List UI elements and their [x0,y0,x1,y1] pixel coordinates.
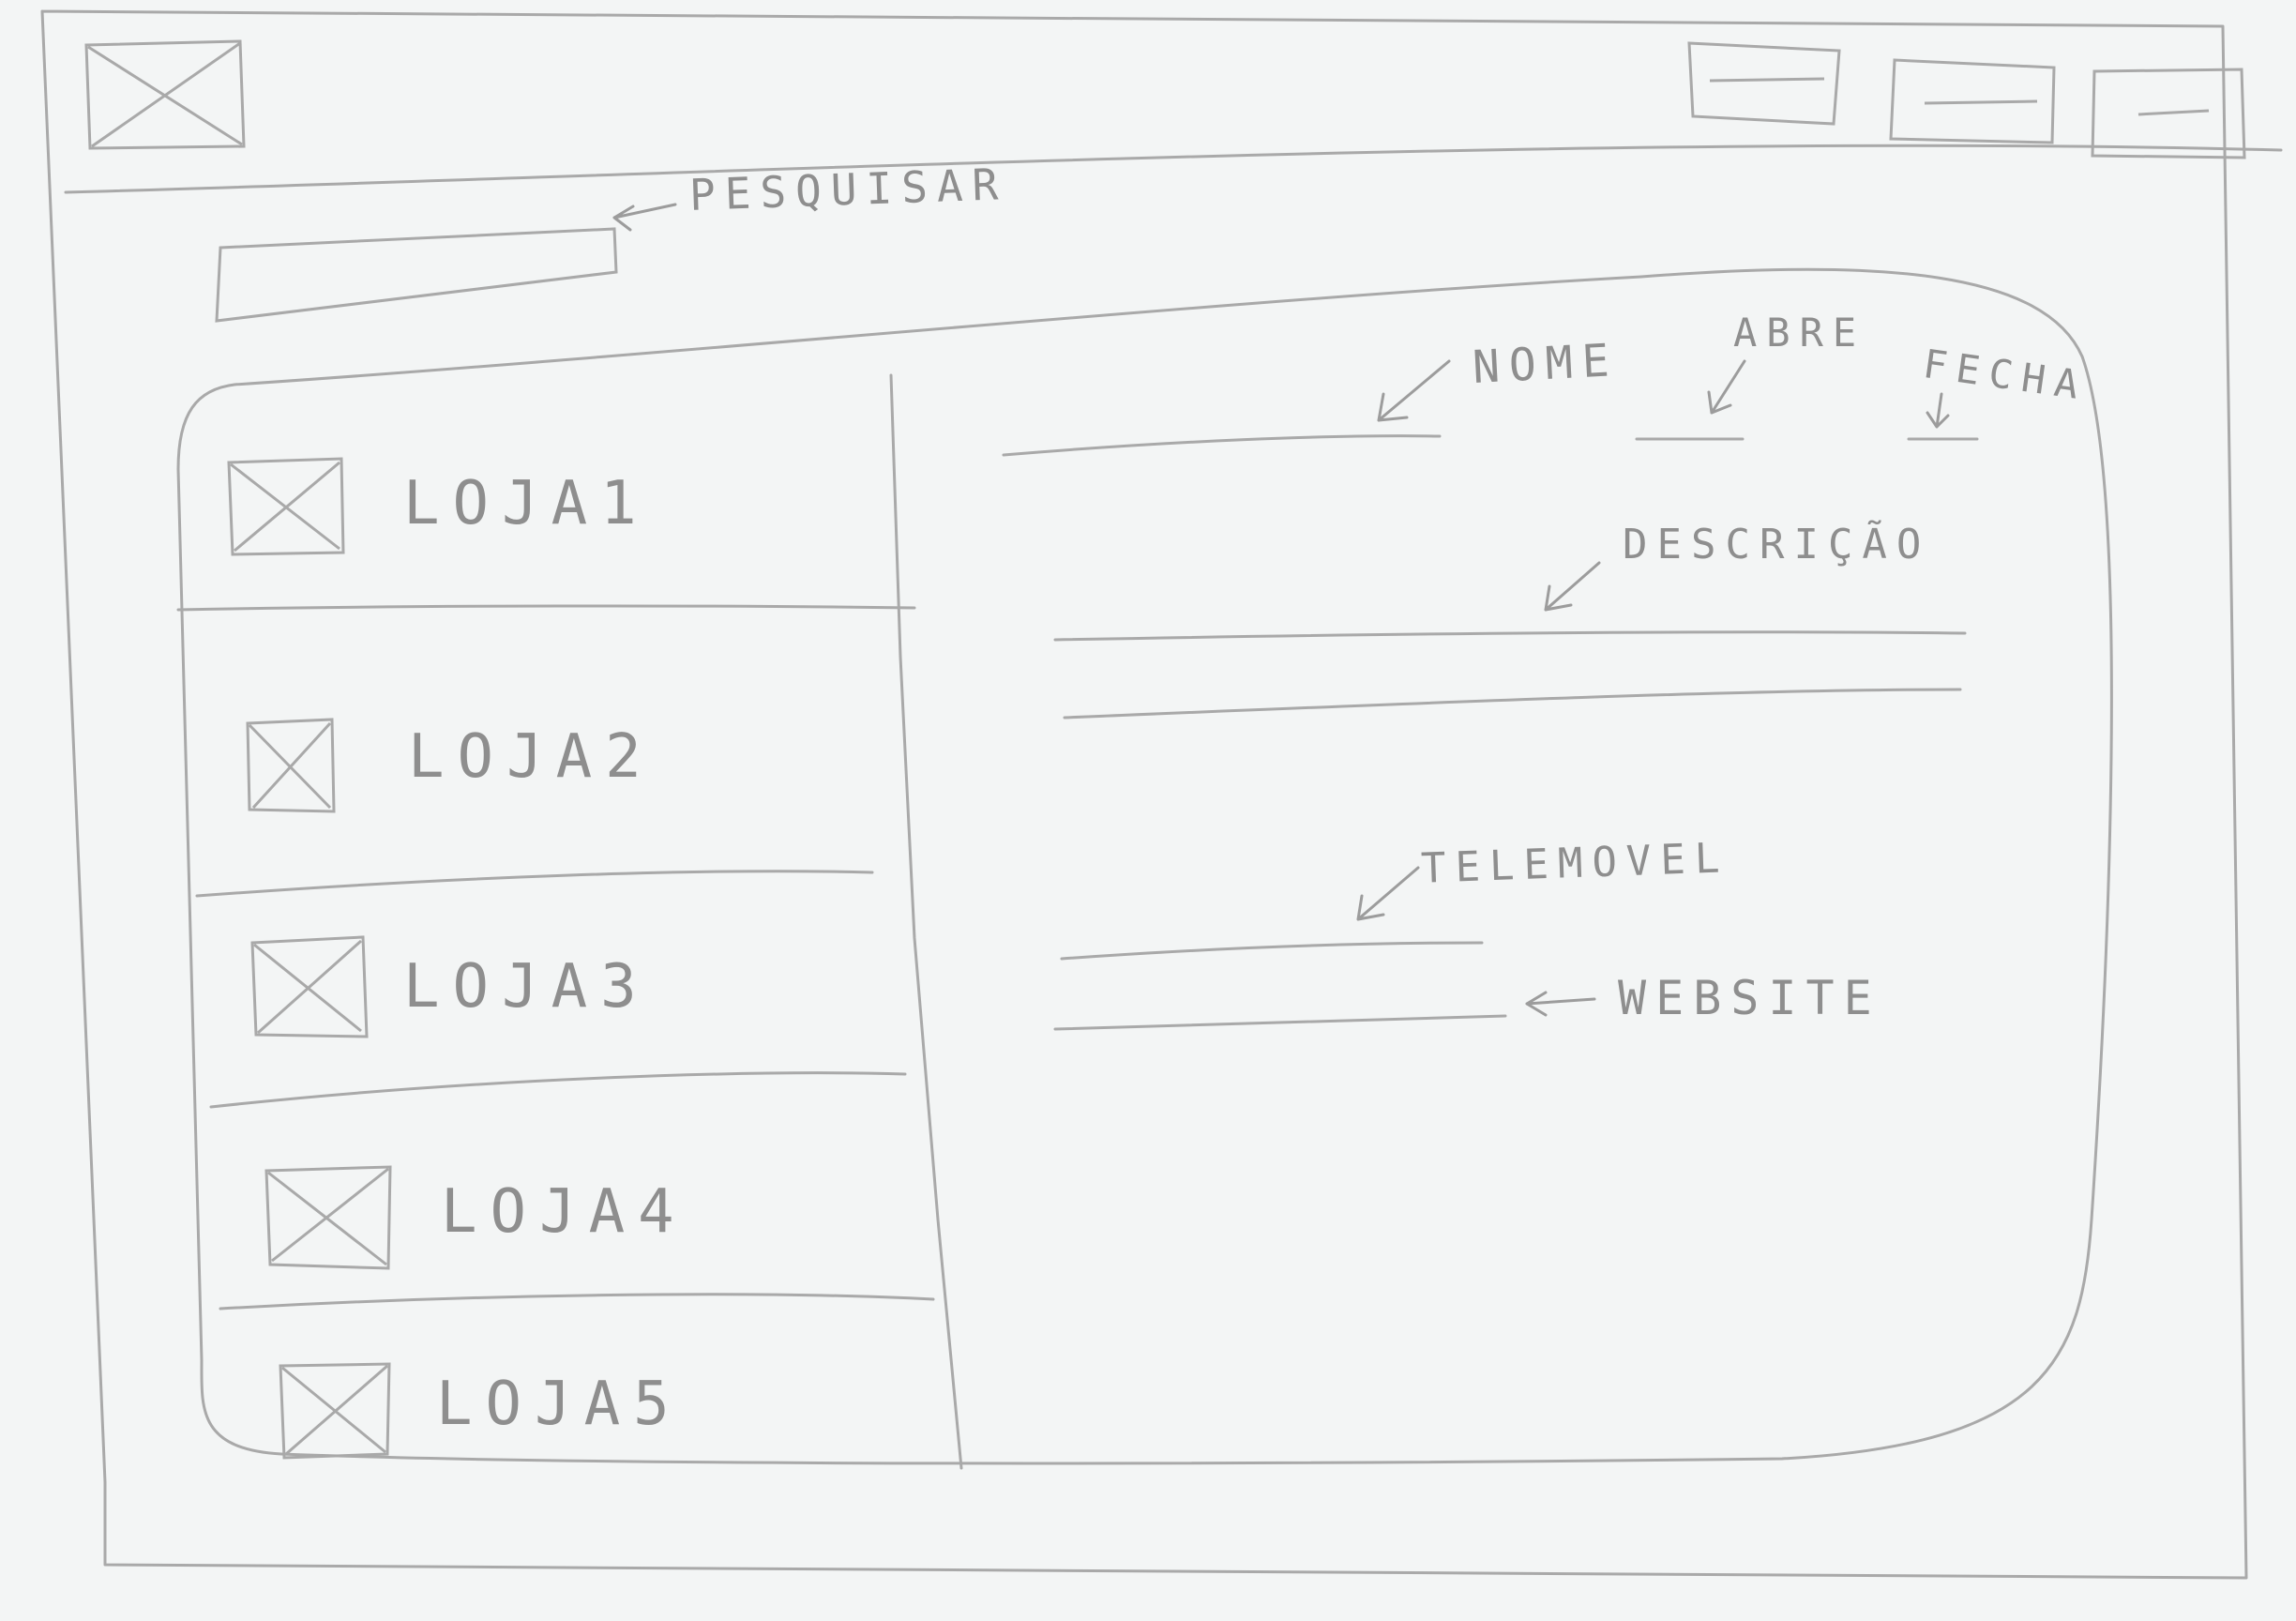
name-line [1002,434,1442,457]
store-thumbnail-icon [264,1165,392,1270]
list-item[interactable]: LOJA1 [202,413,896,600]
row-separator [176,604,916,612]
description-line [1053,630,1967,642]
website-line [1053,1014,1507,1031]
description-arrow [1544,561,1601,612]
list-item[interactable]: LOJA4 [239,1126,924,1295]
window-frame [40,9,2248,1580]
list-divider [889,373,963,1470]
store-label: LOJA4 [441,1177,687,1247]
header-button-1[interactable] [1684,38,1845,131]
row-separator [209,1071,907,1109]
logo-image-placeholder [84,39,246,150]
store-thumbnail-icon [279,1362,391,1460]
list-item[interactable]: LOJA2 [216,624,891,877]
store-label: LOJA1 [403,469,650,538]
phone-line [1060,941,1484,961]
list-item[interactable]: LOJA3 [225,915,900,1083]
opens-label: ABRE [1733,310,1866,356]
website-arrow [1525,991,1596,1017]
row-separator [195,870,874,898]
header-button-2[interactable] [1887,54,2061,148]
store-thumbnail-icon [250,935,369,1038]
store-thumbnail-icon [246,718,336,813]
description-label: DESCRIÇÃO [1623,521,1931,568]
closes-arrow [1926,392,1950,429]
search-arrow [612,203,677,232]
store-thumbnail-icon [227,457,345,556]
row-separator [219,1293,935,1310]
list-item[interactable]: LOJA5 [253,1323,938,1463]
header-button-3[interactable] [2087,64,2251,167]
store-label: LOJA5 [436,1370,683,1439]
opens-arrow [1707,359,1746,415]
phone-arrow [1356,866,1420,921]
name-arrow [1377,359,1451,422]
store-label: LOJA2 [408,722,655,792]
store-label: LOJA3 [403,952,650,1022]
header-divider [64,144,2283,194]
name-label: NOME [1471,333,1620,395]
website-label: WEBSITE [1618,971,1881,1025]
description-line [1063,688,1962,720]
search-input[interactable] [211,225,624,328]
